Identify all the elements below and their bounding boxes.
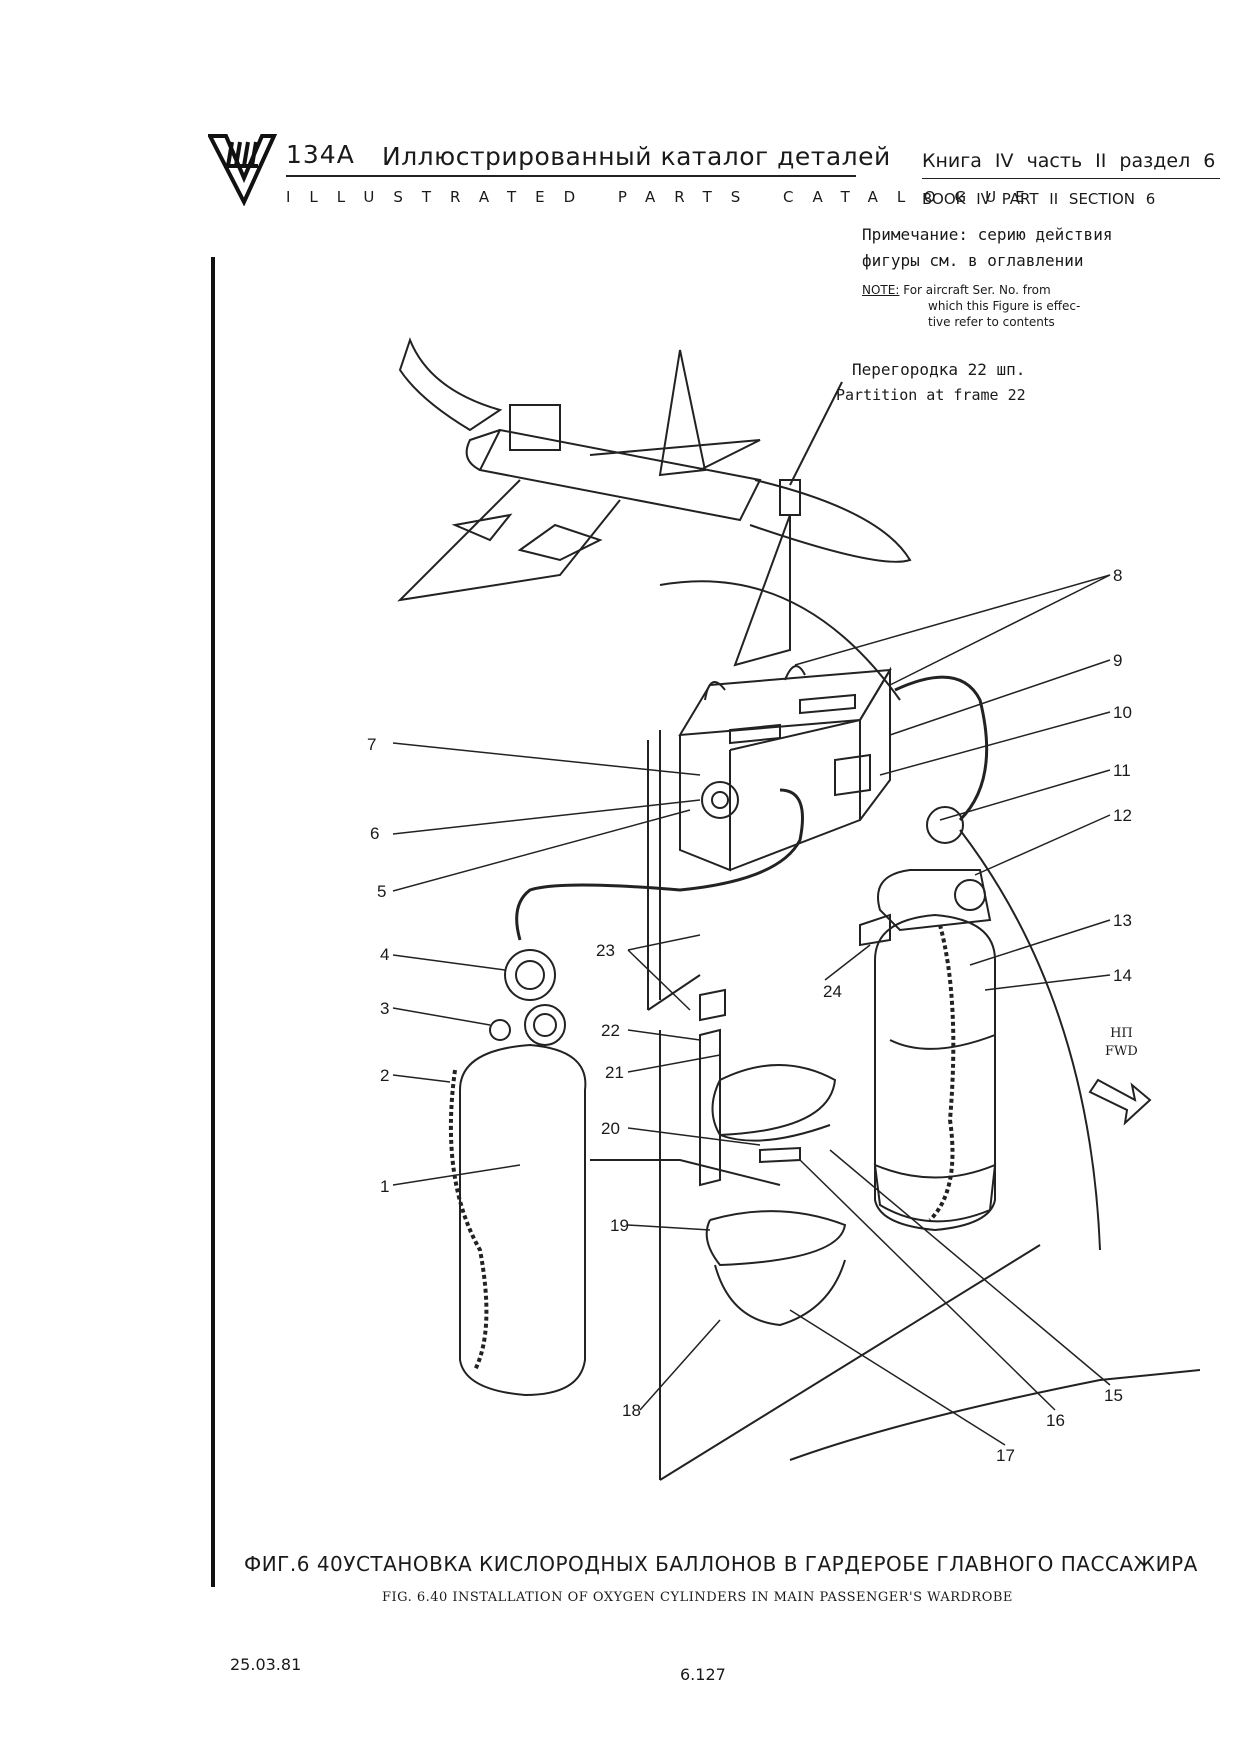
callout-10: 10	[1113, 703, 1132, 722]
figure-caption-ru: ФИГ.6 40УСТАНОВКА КИСЛОРОДНЫХ БАЛЛОНОВ В…	[244, 1552, 1198, 1576]
callout-21: 21	[605, 1063, 624, 1082]
callout-7: 7	[367, 735, 377, 754]
book-rule	[922, 178, 1220, 179]
callout-3: 3	[380, 999, 390, 1018]
tupolev-logo	[208, 134, 278, 206]
aircraft-silhouette	[397, 337, 912, 667]
page-number: 6.127	[680, 1665, 726, 1684]
forward-label: НП FWD	[1105, 1025, 1138, 1061]
book-section-en: BOOK IV PART II SECTION 6	[922, 190, 1156, 208]
forward-arrow	[1088, 1078, 1152, 1126]
callout-16: 16	[1046, 1411, 1065, 1430]
callout-14: 14	[1113, 966, 1132, 985]
note-en-line1: For aircraft Ser. No. from	[903, 283, 1051, 297]
callout-12: 12	[1113, 806, 1132, 825]
callout-18: 18	[622, 1401, 641, 1420]
catalogue-title-en: ILLUSTRATED PARTS CATALOGUE	[286, 188, 1044, 206]
callout-23: 23	[596, 941, 615, 960]
callout-24: 24	[823, 982, 842, 1001]
book-section-ru: Книга IV часть II раздел 6	[922, 150, 1216, 172]
callout-6: 6	[370, 824, 380, 843]
revision-date: 25.03.81	[230, 1655, 302, 1674]
callout-11: 11	[1113, 761, 1131, 780]
callout-2: 2	[380, 1066, 390, 1085]
figure-caption-en: FIG. 6.40 INSTALLATION OF OXYGEN CYLINDE…	[382, 1590, 1013, 1605]
note-ru: Примечание: серию действия фигуры см. в …	[862, 222, 1112, 274]
forward-label-ru: НП	[1110, 1026, 1133, 1041]
forward-label-en: FWD	[1105, 1044, 1138, 1059]
note-en: NOTE: For aircraft Ser. No. from which t…	[862, 282, 1080, 330]
leader-lines	[392, 574, 1111, 1446]
margin-bar	[211, 257, 215, 1587]
callout-13: 13	[1113, 911, 1132, 930]
callout-5: 5	[377, 882, 387, 901]
note-en-line3: tive refer to contents	[928, 315, 1055, 329]
aircraft-model: 134A	[286, 140, 355, 169]
partition-label-en: Partition at frame 22	[836, 386, 1026, 404]
note-ru-line1: Примечание: серию действия	[862, 225, 1113, 244]
partition-panel	[647, 580, 1201, 1481]
oxygen-box	[678, 665, 892, 872]
pressure-regulator	[489, 949, 566, 1046]
partition-label-ru: Перегородка 22 шп.	[852, 360, 1026, 379]
note-en-label: NOTE:	[862, 283, 900, 297]
mounting-brackets	[699, 913, 891, 1327]
catalogue-title-ru: Иллюстрированный каталог деталей	[382, 142, 891, 171]
callout-20: 20	[601, 1119, 620, 1138]
callout-19: 19	[610, 1216, 629, 1235]
oxygen-cylinder-right	[873, 806, 997, 1232]
hoses	[515, 675, 989, 941]
callout-15: 15	[1104, 1386, 1123, 1405]
note-en-line2: which this Figure is effec-	[928, 299, 1081, 313]
callout-22: 22	[601, 1021, 620, 1040]
header-rule	[286, 175, 856, 177]
callout-4: 4	[380, 945, 390, 964]
callout-17: 17	[996, 1446, 1015, 1465]
callout-1: 1	[380, 1177, 390, 1196]
oxygen-cylinder-left	[448, 1043, 781, 1397]
callout-8: 8	[1113, 566, 1123, 585]
note-ru-line2: фигуры см. в оглавлении	[862, 251, 1084, 270]
callout-9: 9	[1113, 651, 1123, 670]
